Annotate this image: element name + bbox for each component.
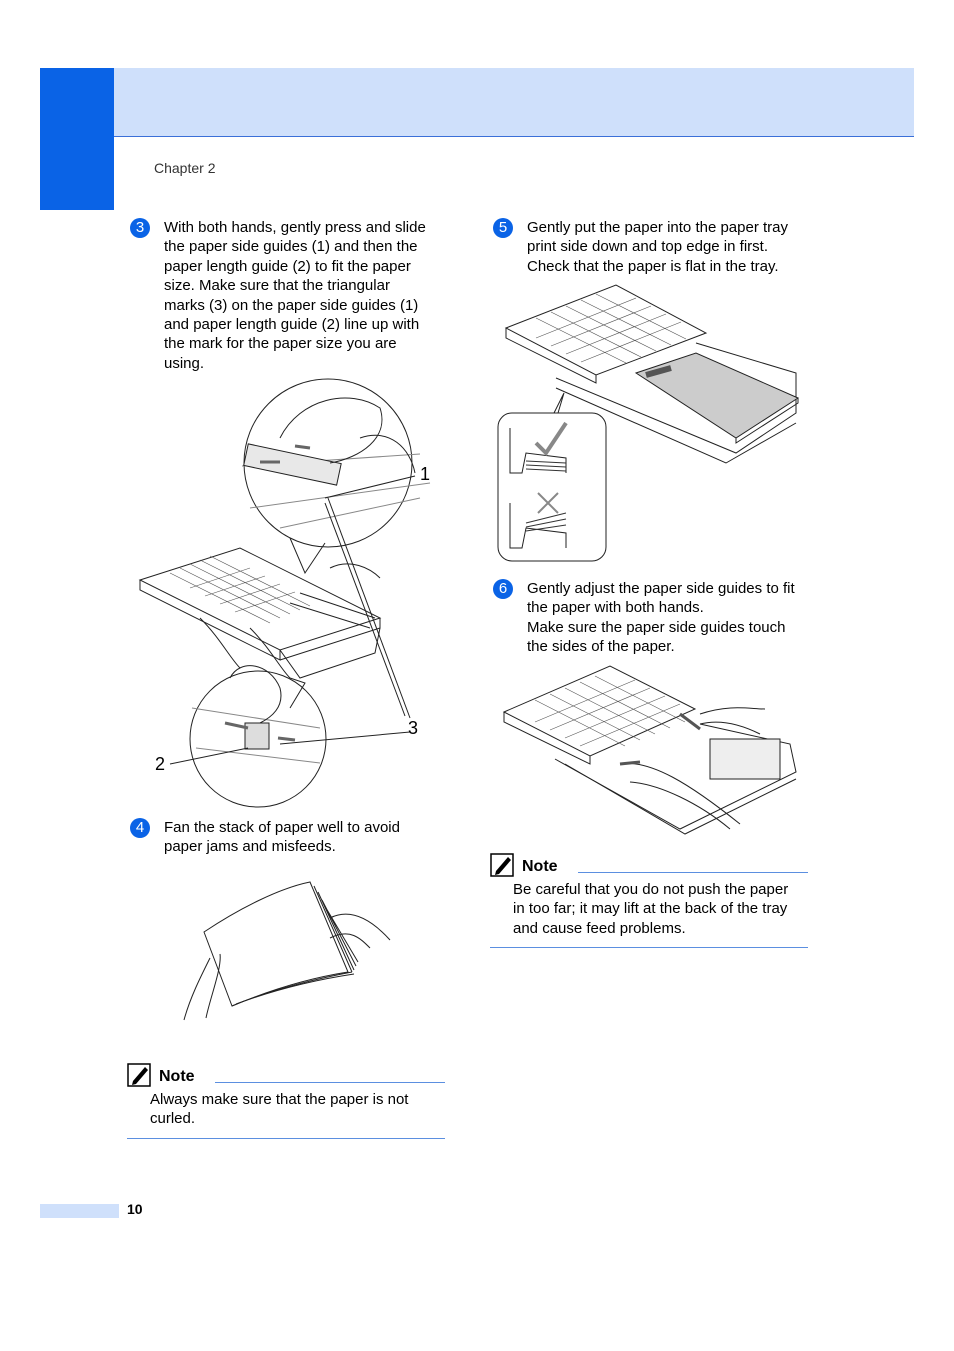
header-band (40, 68, 914, 137)
chapter-label: Chapter 2 (154, 160, 216, 176)
note-rule (577, 871, 808, 873)
tray-guides-illustration: 1 3 2 (130, 378, 450, 808)
note-rule (214, 1081, 445, 1083)
note-body: Be careful that you do not push the pape… (513, 881, 789, 937)
step-text: Gently put the paper into the paper tray… (527, 219, 788, 275)
page-number: 10 (127, 1201, 143, 1217)
step-3: 3 With both hands, gently press and slid… (130, 218, 460, 373)
adjust-guides-illustration (500, 664, 800, 842)
fan-paper-illustration (180, 878, 400, 1028)
step-6: 6 Gently adjust the paper side guides to… (493, 579, 823, 657)
step-4: 4 Fan the stack of paper well to avoid p… (130, 818, 460, 857)
step-number: 3 (130, 218, 150, 238)
note-title: Note (159, 1068, 195, 1085)
note-1: Note Always make sure that the paper is … (127, 1062, 445, 1139)
note-pencil-icon (490, 852, 516, 882)
note-body: Always make sure that the paper is not c… (150, 1091, 409, 1128)
step-text: Gently adjust the paper side guides to f… (527, 580, 795, 656)
step-number: 4 (130, 818, 150, 838)
step-number: 5 (493, 218, 513, 238)
step-number: 6 (493, 579, 513, 599)
step-5: 5 Gently put the paper into the paper tr… (493, 218, 823, 276)
note-2: Note Be careful that you do not push the… (490, 852, 808, 949)
insert-paper-illustration (496, 283, 806, 565)
chapter-tab (40, 68, 114, 210)
note-bottom-rule (490, 947, 808, 949)
callout-3: 3 (408, 718, 418, 738)
step-text: With both hands, gently press and slide … (164, 219, 426, 372)
callout-1: 1 (420, 464, 430, 484)
note-pencil-icon (127, 1062, 153, 1092)
callout-2: 2 (155, 754, 165, 774)
note-title: Note (522, 858, 558, 875)
footer-bar (40, 1204, 119, 1218)
step-text: Fan the stack of paper well to avoid pap… (164, 819, 400, 856)
note-bottom-rule (127, 1137, 445, 1139)
